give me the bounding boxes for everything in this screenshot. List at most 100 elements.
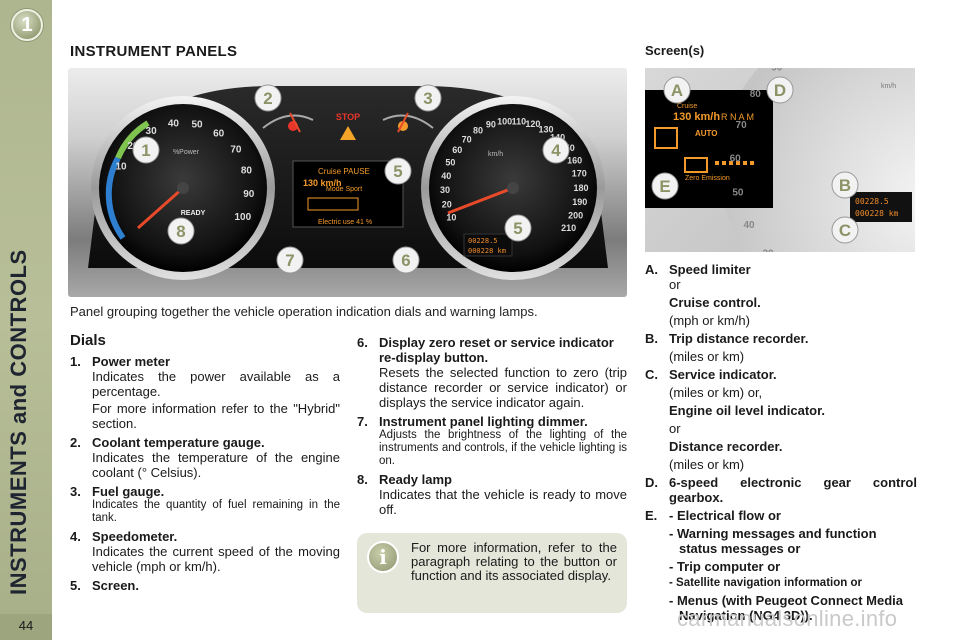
legend-detail: (miles or km) or, <box>669 385 763 400</box>
dials-heading: Dials <box>70 332 106 349</box>
item-heading: Fuel gauge. <box>92 484 165 499</box>
speedometer-tick-label: 190 <box>572 197 587 207</box>
item-heading: Power meter <box>92 354 171 369</box>
chapter-sidebar: 1 INSTRUMENTS and CONTROLS 44 <box>0 0 52 640</box>
dashboard-callout-4-badge <box>542 136 570 164</box>
dashboard-callout-8-label: 7 <box>285 251 294 270</box>
screen-callout-d-label: D <box>774 81 786 100</box>
screen-line-cruise: Cruise PAUSE <box>318 167 370 176</box>
power-meter-tick-label: 10 <box>115 161 127 172</box>
screen-legend: A. Speed limiter or Cruise control. (mph… <box>645 262 917 623</box>
item-number: 6. <box>357 335 368 350</box>
legend-heading: 6-speed electronic gear control gearbox. <box>669 475 917 505</box>
legend-heading: Speed limiter <box>669 262 751 277</box>
screen-callout-c-label: C <box>839 221 851 240</box>
item-number: 5. <box>70 578 81 593</box>
speedometer-tick-label: 50 <box>445 157 455 167</box>
chapter-number-badge: 1 <box>11 9 43 41</box>
screen-line-mode: Mode Sport <box>326 186 362 193</box>
dashboard-callout-2-label: 2 <box>263 89 272 108</box>
stop-warning: STOP <box>336 112 360 122</box>
legend-item-c: C. Service indicator. (miles or km) or, … <box>645 367 917 472</box>
screen-callout-d-badge <box>766 76 794 104</box>
legend-item-b: B. Trip distance recorder. (miles or km) <box>645 331 917 364</box>
legend-subitem: - Menus (with Peugeot Connect Media Navi… <box>669 593 904 623</box>
screen-cruise: Cruise <box>677 103 697 110</box>
power-meter-tick-label: 80 <box>241 166 253 177</box>
legend-letter: B. <box>645 331 658 346</box>
dial-item-fuel: 3.Fuel gauge. Indicates the quantity of … <box>70 484 340 525</box>
power-meter-tick-label: 60 <box>213 129 225 140</box>
dashboard-callout-7-label: 6 <box>401 251 410 270</box>
speedometer-tick-label: 70 <box>462 134 472 144</box>
screen-line-speed: 130 km/h <box>303 178 342 188</box>
screen-callout-b-badge <box>831 171 859 199</box>
power-meter-tick-label: 30 <box>146 126 158 137</box>
dashboard-callout-7-badge <box>392 246 420 274</box>
dial-item-ready-lamp: 8.Ready lamp Indicates that the vehicle … <box>357 472 627 517</box>
screen-callout-a-label: A <box>671 81 683 100</box>
chapter-title: INSTRUMENTS and CONTROLS <box>6 249 31 595</box>
page-number: 44 <box>0 614 52 640</box>
screen-speedometer-tick-label: 70 <box>736 120 748 131</box>
power-label: %Power <box>173 149 200 156</box>
dial-item-dimmer: 7. Instrument panel lighting dimmer. Adju… <box>357 414 627 468</box>
legend-detail: (miles or km) <box>669 349 745 364</box>
speedometer-tick-label: 40 <box>441 171 451 181</box>
info-box: i For more information, refer to the par… <box>357 533 627 613</box>
dashboard-callout-3-badge <box>414 84 442 112</box>
screen-line-electric: Electric use 41 % <box>318 219 372 226</box>
legend-subitem: - Trip computer or <box>669 559 781 574</box>
screen-speedometer-tick-label: 40 <box>743 220 755 231</box>
legend-item-a: A. Speed limiter or Cruise control. (mph… <box>645 262 917 328</box>
screen-total-odo: 000228 km <box>855 209 899 218</box>
item-text: Adjusts the brightness of the lighting o… <box>379 429 627 467</box>
dial-item-coolant: 2.Coolant temperature gauge. Indicates t… <box>70 435 340 480</box>
dashboard-callout-2-badge <box>254 84 282 112</box>
screen-speedometer-tick-label: 30 <box>762 248 774 252</box>
screen-callout-c-badge <box>831 216 859 244</box>
item-number: 3. <box>70 484 81 499</box>
dashboard-caption: Panel grouping together the vehicle oper… <box>70 304 538 319</box>
screen-callout-e-badge <box>651 172 679 200</box>
item-number: 2. <box>70 435 81 450</box>
item-text: For more information refer to the "Hybri… <box>92 401 340 431</box>
dial-item-reset-button: 6. Display zero reset or service indicato… <box>357 335 627 410</box>
power-meter-tick-label: 50 <box>191 120 203 131</box>
legend-or: or <box>669 421 681 436</box>
power-meter-tick-label: 70 <box>230 145 242 156</box>
screen-speedometer-tick-label: 80 <box>750 89 762 100</box>
legend-heading: Service indicator. <box>669 367 777 382</box>
speedometer-dial: km/h 00228.5 000228 km 10203040506070809… <box>421 96 605 280</box>
item-number: 4. <box>70 529 81 544</box>
speedometer-tick-label: 200 <box>568 211 583 221</box>
speedometer-tick-label: 20 <box>442 199 452 209</box>
power-meter-tick-label: 100 <box>234 212 251 223</box>
legend-heading: Cruise control. <box>669 295 761 310</box>
item-heading: Ready lamp <box>379 472 452 487</box>
legend-detail: (mph or km/h) <box>669 313 750 328</box>
dashboard-callout-9-label: 8 <box>176 222 185 241</box>
watermark: carmanualsonline.info <box>677 606 898 631</box>
legend-detail: (miles or km) <box>669 457 745 472</box>
item-number: 7. <box>357 414 368 429</box>
speedometer-tick-label: 130 <box>538 125 553 135</box>
odometer-total: 000228 km <box>468 247 506 255</box>
legend-subitem: - Electrical flow or <box>669 508 781 523</box>
speedometer-tick-label: 90 <box>486 120 496 130</box>
dashboard-callout-1-badge <box>132 136 160 164</box>
screen-zero-emission: Zero Emission <box>685 175 730 182</box>
speedometer-tick-label: 10 <box>446 213 456 223</box>
speedometer-tick-label: 110 <box>512 116 527 126</box>
item-heading: Display zero reset or service indicator … <box>379 335 614 365</box>
dashboard-callout-5-badge <box>384 157 412 185</box>
item-heading: Instrument panel lighting dimmer. <box>379 414 588 429</box>
item-text: Indicates the temperature of the engine … <box>92 450 340 480</box>
dashboard-callout-4-label: 4 <box>551 141 561 160</box>
screen-gear: R N A M <box>721 112 754 122</box>
screens-title: Screen(s) <box>645 43 705 58</box>
item-number: 8. <box>357 472 368 487</box>
speedometer-tick-label: 120 <box>525 119 540 129</box>
